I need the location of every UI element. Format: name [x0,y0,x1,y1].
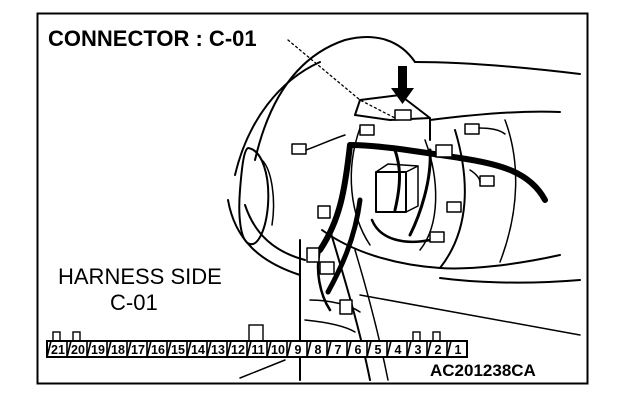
pin-number: 17 [131,343,145,357]
connector-lock-tab [248,324,264,342]
pin-number: 15 [171,343,185,357]
pin-number: 10 [271,343,285,357]
connector-title: CONNECTOR : C-01 [48,26,257,51]
pin-number: 20 [71,343,85,357]
pin-number: 6 [355,343,362,357]
pin-number: 21 [51,343,65,357]
figure-frame [36,12,589,385]
dashboard-illustration [227,36,581,381]
title-leader-line [287,39,396,119]
pin-number: 1 [455,343,462,357]
pin-number: 8 [315,343,322,357]
pin-number: 5 [375,343,382,357]
harness-side-connector-code: C-01 [110,290,158,315]
figure-code: AC201238CA [430,361,536,380]
connector-guide-tab [52,331,61,342]
pin-number: 13 [211,343,225,357]
connector-housing [46,340,468,358]
pin-number: 12 [231,343,245,357]
pin-number: 16 [151,343,165,357]
pin-number: 2 [435,343,442,357]
pin-number: 14 [191,343,205,357]
pin-number: 7 [335,343,342,357]
harness-side-label: HARNESS SIDE [58,264,222,289]
connector-guide-tab [412,331,421,342]
pin-number: 11 [251,343,264,357]
pin-number: 4 [395,343,402,357]
pin-number: 18 [111,343,125,357]
pin-number: 3 [415,343,422,357]
connector-guide-tab [72,331,81,342]
pin-number: 9 [295,343,302,357]
connector-location-arrow [391,66,414,104]
pin-number: 19 [91,343,105,357]
connector-guide-tab [432,331,441,342]
